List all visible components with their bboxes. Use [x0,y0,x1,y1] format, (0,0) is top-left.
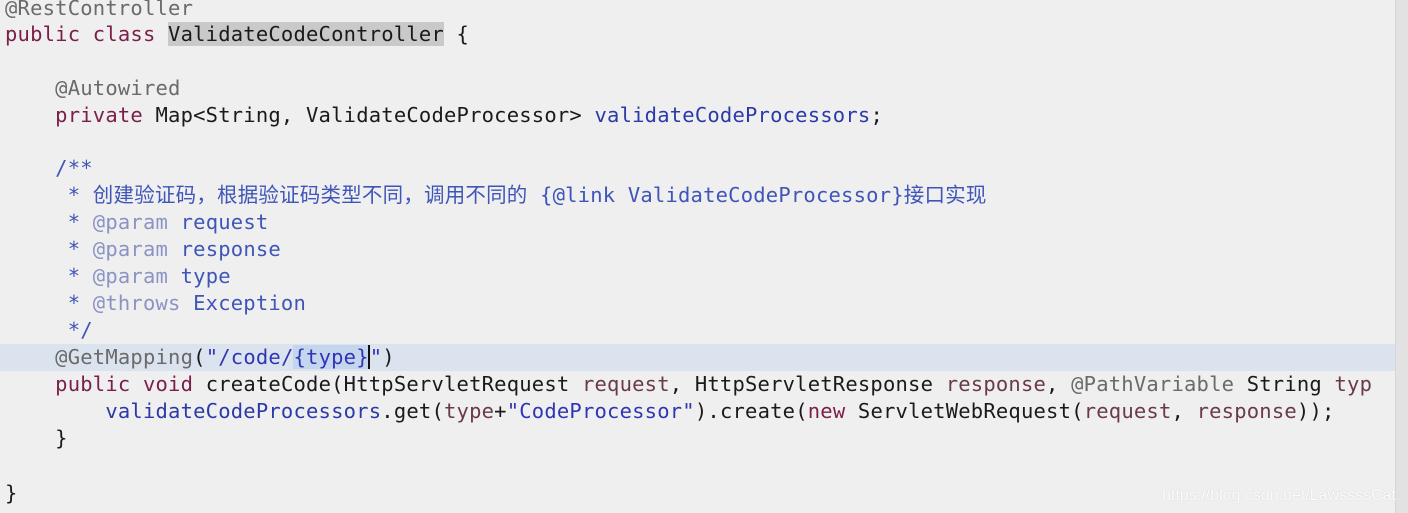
code-token: @GetMapping [5,345,194,369]
code-token: ValidateCodeController [168,22,444,46]
code-token: "/code/ [205,345,294,369]
code-line[interactable]: * 创建验证码，根据验证码类型不同，调用不同的 {@link ValidateC… [5,182,987,209]
code-token: ; [870,103,883,127]
code-token: ServletWebRequest( [857,399,1084,423]
code-token: * [5,291,93,315]
code-token: @throws [92,291,181,315]
code-token: createCode(HttpServletRequest [205,372,582,396]
code-token: Map<String, ValidateCodeProcessor> [155,103,595,127]
code-line[interactable]: * @param request [5,209,269,236]
code-line[interactable]: @Autowired [5,75,181,102]
code-token: ).create( [694,399,808,423]
code-token: Exception [180,291,307,315]
code-token: * [5,264,93,288]
code-line[interactable]: * @param response [5,236,281,263]
code-token: new [807,399,858,423]
code-token: validateCodeProcessors [105,399,382,423]
code-token: */ [5,318,93,342]
code-token: String [1234,372,1335,396]
code-token: @param [92,237,169,261]
code-token: type [168,264,231,288]
code-token: request [581,372,670,396]
code-token: /** [5,156,93,180]
code-token: , [1046,372,1072,396]
code-token: + [494,399,507,423]
code-token: {type} [293,345,369,369]
code-line[interactable]: private Map<String, ValidateCodeProcesso… [5,102,883,129]
code-line[interactable]: */ [5,317,93,344]
code-token: request [168,210,269,234]
code-token: * 创建验证码，根据验证码类型不同，调用不同的 {@link ValidateC… [5,183,987,207]
code-token: ( [193,345,206,369]
code-token: @PathVariable [1071,372,1235,396]
code-token: private [5,103,156,127]
code-line[interactable]: validateCodeProcessors.get(type+"CodePro… [5,398,1335,425]
code-token: )); [1296,399,1335,423]
code-line[interactable]: @RestController [5,0,193,22]
code-token: @param [92,264,169,288]
watermark: https://blog.csdn.net/LawssssCat [1162,487,1396,504]
code-token: * [5,210,93,234]
code-token: " [367,345,383,369]
code-token: @RestController [5,0,194,20]
code-line[interactable]: public class ValidateCodeController { [5,21,469,48]
code-token: public class [5,22,169,46]
editor-scrollbar[interactable] [1395,0,1408,513]
code-token: type [444,399,495,423]
code-line[interactable]: } [5,425,68,452]
code-token: , HttpServletResponse [669,372,946,396]
code-token: response [168,237,281,261]
code-token: typ [1334,372,1373,396]
code-token: { [443,22,470,46]
code-token: , [1171,399,1197,423]
code-token: .get( [381,399,444,423]
code-token: } [5,426,68,450]
code-token: "CodeProcessor" [506,399,695,423]
code-token: } [5,481,18,505]
code-line[interactable]: /** [5,155,93,182]
code-line[interactable]: * @param type [5,263,231,290]
code-token: public void [5,372,206,396]
code-token: response [1196,399,1297,423]
code-token: @param [92,210,169,234]
code-token: * [5,237,93,261]
code-token: response [945,372,1047,396]
code-line[interactable]: public void createCode(HttpServletReques… [5,371,1372,398]
code-line[interactable]: * @throws Exception [5,290,306,317]
current-code-line[interactable]: @GetMapping("/code/{type}") [0,344,1395,371]
code-token: ) [382,345,395,369]
code-token: request [1083,399,1172,423]
code-token: @Autowired [5,76,181,100]
code-token: validateCodeProcessors [594,103,871,127]
code-token [5,399,105,423]
code-line[interactable]: } [5,480,18,507]
